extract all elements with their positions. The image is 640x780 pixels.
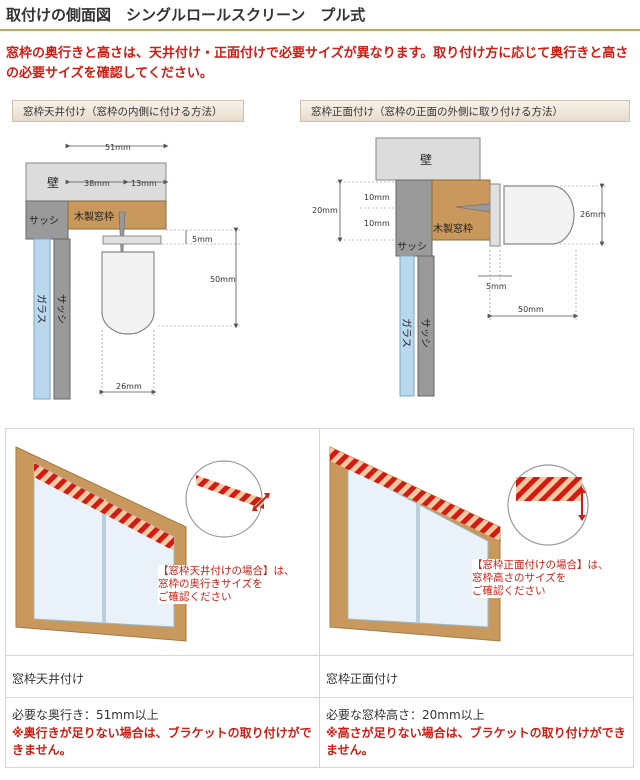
- dim-10b-label: 10mm: [364, 219, 390, 228]
- dim-13-label: 13mm: [131, 179, 157, 188]
- comparison-table: 【窓枠天井付けの場合】は、 窓枠の奥行きサイズを ご確認ください: [5, 428, 634, 768]
- left-window-illustration: [15, 446, 270, 642]
- left-callout: 【窓枠天井付けの場合】は、 窓枠の奥行きサイズを ご確認ください: [158, 565, 295, 604]
- left-callout-line3: ご確認ください: [158, 591, 232, 603]
- left-side-diagram: 壁 サッシ 木製窓枠 ガラス サッシ 51mm 38mm 13mm 5mm 50…: [25, 143, 240, 400]
- dim-51-label: 51mm: [105, 143, 131, 152]
- dim-5-label: 5mm: [192, 235, 213, 244]
- roll-head-shape: [101, 251, 155, 335]
- wall-block: [375, 137, 481, 181]
- dim-26-label: 26mm: [116, 382, 142, 391]
- glass-panel: [399, 255, 415, 397]
- dim-5-label: 5mm: [486, 282, 507, 291]
- sash-side-label: サッシ: [55, 294, 67, 324]
- notice-text: 窓枠の奥行きと高さは、天井付け・正面付けで必要サイズが異なります。取り付け方に応…: [6, 46, 629, 81]
- sash-side-block: [417, 255, 435, 397]
- left-name-cell: 窓枠天井付け: [5, 655, 320, 698]
- wood-frame-block: [67, 200, 167, 230]
- left-callout-line1: 【窓枠天井付けの場合】は、: [158, 565, 295, 577]
- screw-shape: [118, 211, 126, 253]
- right-callout-line1: 【窓枠正面付けの場合】は、: [472, 559, 609, 571]
- right-requirement: 必要な窓枠高さ：20mm以上: [326, 708, 485, 722]
- right-side-diagram: 壁 サッシ 木製窓枠 ガラス サッシ 20mm 10mm 10mm 26mm 5…: [312, 137, 606, 397]
- right-requirement-cell: 必要な窓枠高さ：20mm以上 ※高さが足りない場合は、ブラケットの取り付けができ…: [319, 697, 634, 768]
- right-warning: ※高さが足りない場合は、ブラケットの取り付けができません。: [326, 726, 626, 757]
- dim-26-label: 26mm: [580, 210, 606, 219]
- right-diagram-caption: 窓枠正面付け（窓枠の正面の外側に取り付ける方法）: [300, 100, 630, 122]
- glass-panel: [33, 238, 51, 400]
- right-callout-line2: 窓枠高さのサイズを: [472, 572, 567, 584]
- dim-50-label: 50mm: [210, 275, 236, 284]
- right-callout-line3: ご確認ください: [472, 585, 546, 597]
- left-requirement-cell: 必要な奥行き：51mm以上 ※奥行きが足りない場合は、ブラケットの取り付けができ…: [5, 697, 320, 768]
- dim-50-label: 50mm: [518, 305, 544, 314]
- page-title: 取付けの側面図 シングルロールスクリーン プル式: [6, 6, 366, 24]
- bracket-shape: [489, 183, 501, 247]
- left-callout-line2: 窓枠の奥行きサイズを: [158, 578, 263, 590]
- sash-side-block: [53, 238, 71, 400]
- wood-frame-label: 木製窓枠: [74, 210, 114, 223]
- left-illustration-cell: 【窓枠天井付けの場合】は、 窓枠の奥行きサイズを ご確認ください: [5, 428, 320, 656]
- sash-top-label: サッシ: [397, 241, 427, 253]
- title-divider: [0, 29, 640, 31]
- right-name-cell: 窓枠正面付け: [319, 655, 634, 698]
- sash-side-label: サッシ: [419, 318, 431, 348]
- wood-frame-label: 木製窓枠: [433, 222, 473, 235]
- glass-label: ガラス: [35, 294, 47, 324]
- dim-38-label: 38mm: [84, 179, 110, 188]
- wall-label: 壁: [47, 175, 59, 190]
- bracket-shape: [102, 235, 162, 245]
- roll-head-shape: [503, 185, 575, 245]
- left-warning: ※奥行きが足りない場合は、ブラケットの取り付けができません。: [12, 726, 312, 757]
- dim-10a-label: 10mm: [364, 193, 390, 202]
- wall-label: 壁: [420, 152, 432, 167]
- left-diagram-caption: 窓枠天井付け（窓枠の内側に付ける方法）: [12, 100, 244, 122]
- right-illustration-cell: 【窓枠正面付けの場合】は、 窓枠高さのサイズを ご確認ください: [319, 428, 634, 656]
- right-mount-name: 窓枠正面付け: [326, 672, 399, 686]
- left-mount-name: 窓枠天井付け: [12, 672, 85, 686]
- sash-top-label: サッシ: [29, 215, 59, 227]
- right-callout: 【窓枠正面付けの場合】は、 窓枠高さのサイズを ご確認ください: [472, 559, 609, 598]
- dim-20-label: 20mm: [312, 206, 338, 215]
- right-window-illustration: [329, 446, 589, 642]
- sash-top-block: [25, 200, 69, 240]
- left-requirement: 必要な奥行き：51mm以上: [12, 708, 159, 722]
- glass-label: ガラス: [400, 318, 412, 348]
